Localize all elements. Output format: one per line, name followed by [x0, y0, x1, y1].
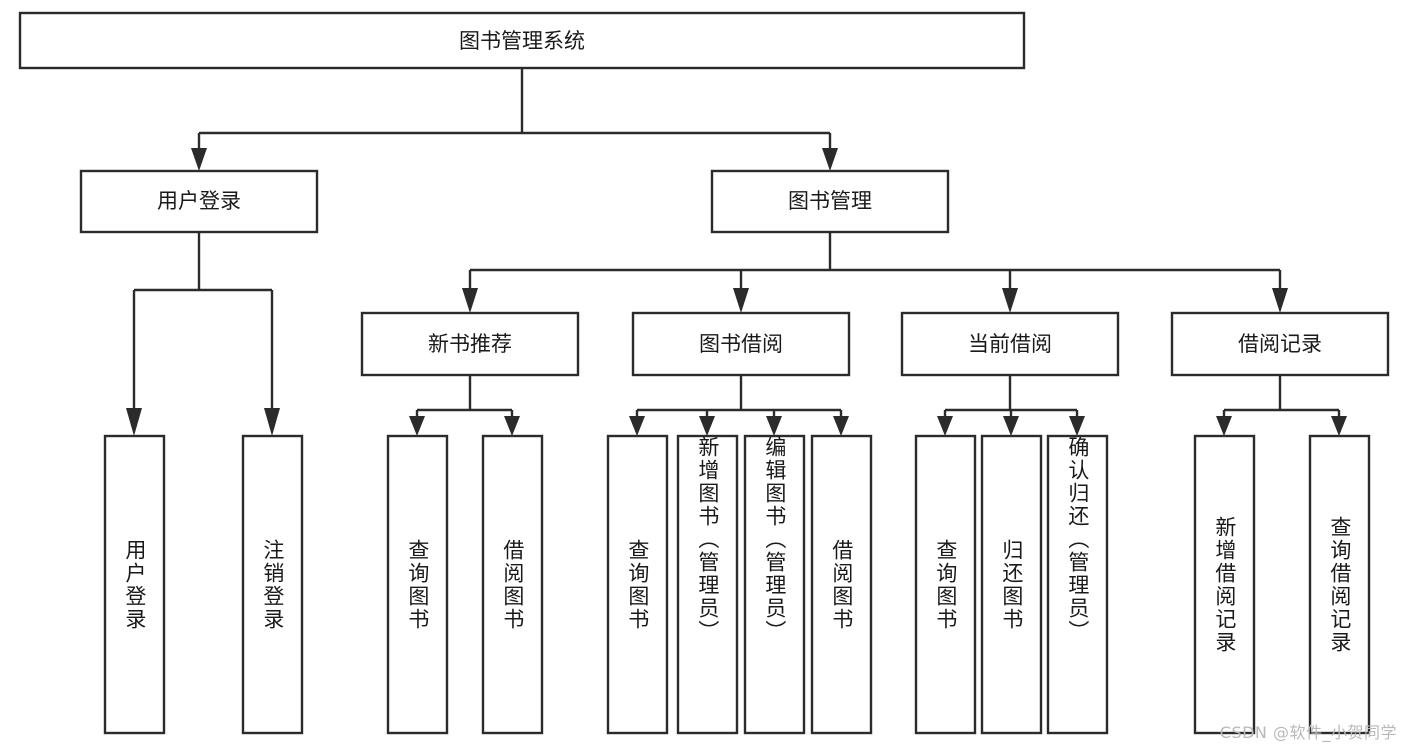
node-new-book-recommend[interactable]: 新书推荐: [360, 311, 580, 377]
node-leaf-user-login-box[interactable]: [103, 434, 166, 735]
node-user-login-label: 用户登录: [157, 189, 241, 213]
node-borrow-record-box[interactable]: [1170, 311, 1390, 377]
arrowhead-leaf-confirm-return: [1069, 416, 1085, 436]
arrowhead-leaf-add-record: [1216, 416, 1232, 436]
arrowhead-borrow-record: [1272, 288, 1288, 313]
node-book-borrow[interactable]: 图书借阅: [631, 311, 851, 377]
connector-group-book-management-to-level3: [462, 232, 1288, 313]
csdn-watermark: CSDN @软件_小贺同学: [1219, 723, 1397, 742]
node-root-system[interactable]: 图书管理系统: [18, 11, 1026, 70]
node-leaf-return-book-box[interactable]: [980, 434, 1043, 735]
arrowhead-current-borrow: [1002, 288, 1018, 313]
node-leaf-query-book-2-box[interactable]: [606, 434, 669, 735]
node-leaf-confirm-return-box[interactable]: [1046, 434, 1109, 735]
arrowhead-user-login: [191, 148, 207, 171]
arrowhead-book-management: [822, 148, 838, 171]
node-leaf-query-record-box[interactable]: [1308, 434, 1371, 735]
node-book-borrow-label: 图书借阅: [699, 332, 783, 356]
node-leaf-logout-login-box[interactable]: [241, 434, 304, 735]
arrowhead-leaf-user-login: [126, 408, 142, 436]
node-user-login[interactable]: 用户登录: [79, 169, 319, 234]
arrowhead-leaf-add-book: [699, 416, 715, 436]
connector-group-new-book-recommend-leaves: [409, 375, 520, 436]
arrowhead-leaf-borrow-book-1: [504, 416, 520, 436]
arrowhead-leaf-borrow-book-2: [833, 416, 849, 436]
arrowhead-leaf-logout-login: [264, 408, 280, 436]
node-current-borrow[interactable]: 当前借阅: [900, 311, 1120, 377]
node-current-borrow-label: 当前借阅: [968, 332, 1052, 356]
node-book-management-label: 图书管理: [788, 189, 872, 213]
arrowhead-leaf-query-book-2: [629, 416, 645, 436]
arrowhead-leaf-query-book-1: [409, 416, 425, 436]
node-leaf-borrow-book-2-box[interactable]: [810, 434, 873, 735]
connector-group-borrow-record-leaves: [1216, 375, 1347, 436]
node-user-login-box[interactable]: [79, 169, 319, 234]
connector-group-user-login-leaves: [126, 232, 280, 436]
arrowhead-leaf-return-book: [1003, 416, 1019, 436]
node-borrow-record-label: 借阅记录: [1238, 332, 1322, 356]
node-leaf-query-book-1-box[interactable]: [386, 434, 449, 735]
node-new-book-recommend-box[interactable]: [360, 311, 580, 377]
node-borrow-record[interactable]: 借阅记录: [1170, 311, 1390, 377]
node-book-management[interactable]: 图书管理: [710, 169, 950, 234]
arrowhead-leaf-edit-book: [766, 416, 782, 436]
node-leaf-add-record-box[interactable]: [1193, 434, 1256, 735]
connector-group-book-borrow-leaves: [629, 375, 849, 436]
node-root-system-box[interactable]: [18, 11, 1026, 70]
node-current-borrow-box[interactable]: [900, 311, 1120, 377]
arrowhead-book-borrow: [733, 288, 749, 313]
node-book-borrow-box[interactable]: [631, 311, 851, 377]
arrowhead-leaf-query-record: [1331, 416, 1347, 436]
connector-group-current-borrow-leaves: [937, 375, 1085, 436]
arrowhead-new-book-recommend: [462, 288, 478, 313]
node-new-book-recommend-label: 新书推荐: [428, 332, 512, 356]
arrowhead-leaf-query-book-3: [937, 416, 953, 436]
node-leaf-borrow-book-1-box[interactable]: [481, 434, 544, 735]
connector-group-root-to-level2: [191, 68, 838, 171]
node-book-management-box[interactable]: [710, 169, 950, 234]
node-leaf-add-book-box[interactable]: [676, 434, 739, 735]
node-leaf-edit-book-box[interactable]: [743, 434, 806, 735]
node-root-system-label: 图书管理系统: [459, 29, 585, 53]
node-leaf-query-book-3-box[interactable]: [914, 434, 977, 735]
